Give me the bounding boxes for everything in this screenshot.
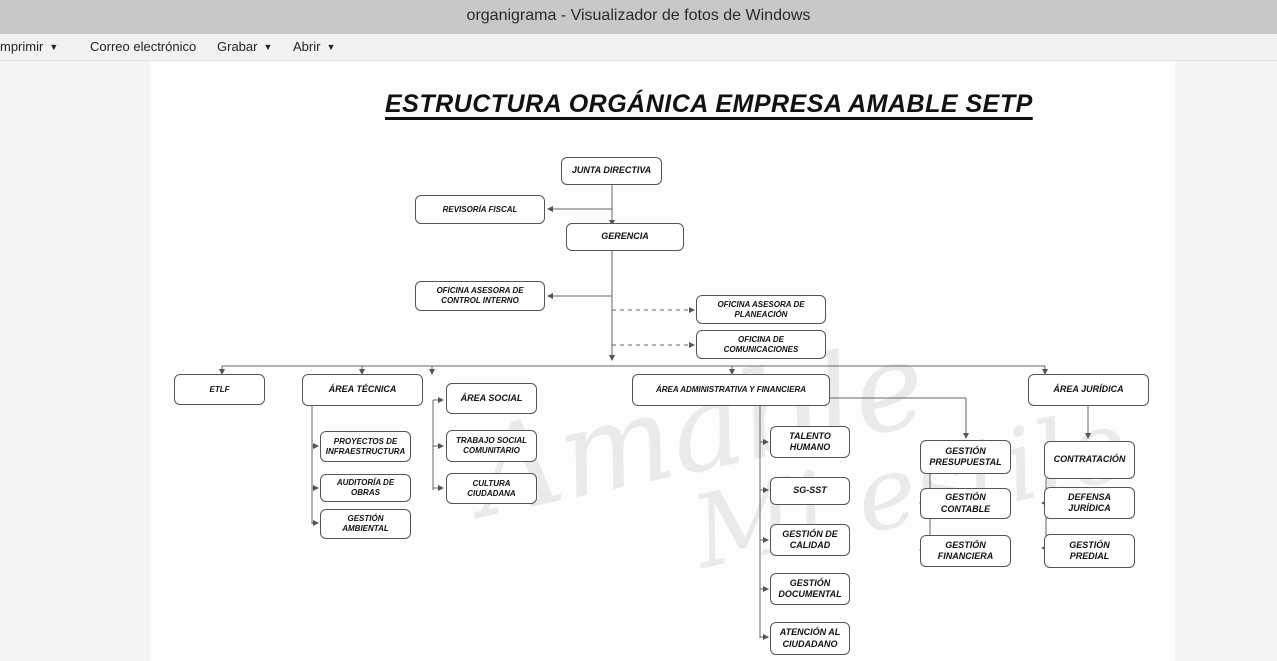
- org-node-junta-directiva: JUNTA DIRECTIVA: [561, 157, 662, 185]
- org-node-area-social: ÁREA SOCIAL: [446, 383, 537, 414]
- menu-bar: mprimir ▼ Correo electrónico Grabar ▼ Abri…: [0, 34, 1277, 61]
- org-node-area-juridica: ÁREA JURÍDICA: [1028, 374, 1149, 406]
- org-chart-title: ESTRUCTURA ORGÁNICA EMPRESA AMABLE SETP: [385, 90, 1033, 118]
- org-node-defensa-juridica: DEFENSA JURÍDICA: [1044, 487, 1135, 519]
- org-node-area-tecnica: ÁREA TÉCNICA: [302, 374, 423, 406]
- org-node-contratacion: CONTRATACIÓN: [1044, 441, 1135, 479]
- org-node-area-administrativa: ÁREA ADMINISTRATIVA Y FINANCIERA: [632, 374, 830, 406]
- org-node-talento-humano: TALENTO HUMANO: [770, 426, 850, 458]
- org-node-atencion-ciudadano: ATENCIÓN AL CIUDADANO: [770, 622, 850, 655]
- org-node-gestion-contable: GESTIÓN CONTABLE: [920, 488, 1011, 519]
- menu-burn-label: Grabar: [217, 39, 258, 54]
- menu-print[interactable]: mprimir ▼: [0, 39, 58, 54]
- org-node-control-interno: OFICINA ASESORA DE CONTROL INTERNO: [415, 281, 545, 311]
- org-node-gestion-calidad: GESTIÓN DE CALIDAD: [770, 524, 850, 556]
- window-titlebar: organigrama - Visualizador de fotos de W…: [0, 0, 1277, 34]
- chevron-down-icon: ▼: [326, 42, 336, 52]
- menu-print-label: mprimir: [0, 39, 44, 54]
- org-node-trabajo-social: TRABAJO SOCIAL COMUNITARIO: [446, 430, 537, 462]
- org-node-gestion-documental: GESTIÓN DOCUMENTAL: [770, 573, 850, 605]
- org-node-etlf: ETLF: [174, 374, 265, 405]
- org-node-gestion-financiera: GESTIÓN FINANCIERA: [920, 535, 1011, 567]
- window-title: organigrama - Visualizador de fotos de W…: [466, 7, 811, 24]
- org-node-sg-sst: SG-SST: [770, 477, 850, 505]
- chevron-down-icon: ▼: [263, 42, 273, 52]
- org-node-auditoria: AUDITORÍA DE OBRAS: [320, 474, 411, 502]
- org-node-cultura-ciudadana: CULTURA CIUDADANA: [446, 473, 537, 504]
- org-node-gestion-predial: GESTIÓN PREDIAL: [1044, 534, 1135, 568]
- org-node-planeacion: OFICINA ASESORA DE PLANEACIÓN: [696, 295, 826, 324]
- chevron-down-icon: ▼: [49, 42, 59, 52]
- org-node-gerencia: GERENCIA: [566, 223, 684, 251]
- menu-email[interactable]: Correo electrónico: [90, 39, 196, 54]
- org-node-revisoria-fiscal: REVISORÍA FISCAL: [415, 195, 545, 224]
- menu-burn[interactable]: Grabar ▼: [217, 39, 272, 54]
- org-node-comunicaciones: OFICINA DE COMUNICACIONES: [696, 330, 826, 359]
- menu-open-label: Abrir: [293, 39, 321, 54]
- menu-open[interactable]: Abrir ▼: [293, 39, 335, 54]
- org-node-gestion-presupuestal: GESTIÓN PRESUPUESTAL: [920, 440, 1011, 474]
- org-node-proyectos: PROYECTOS DE INFRAESTRUCTURA: [320, 431, 411, 462]
- org-node-gestion-ambiental: GESTIÓN AMBIENTAL: [320, 509, 411, 539]
- menu-email-label: Correo electrónico: [90, 39, 197, 54]
